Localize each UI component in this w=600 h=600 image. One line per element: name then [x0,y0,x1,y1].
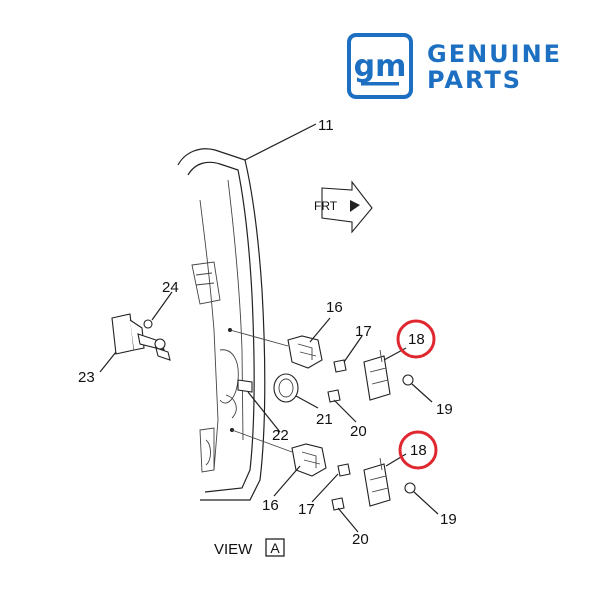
access-plug [273,373,299,403]
gm-logo-underline [361,82,399,86]
view-letter: A [270,540,280,556]
leader-lines [99,123,439,533]
gm-logo-frame [347,33,413,99]
brand-line-genuine: GENUINE [427,40,562,68]
bolt-17-upper [333,359,347,373]
bolt-19-upper [402,374,414,386]
door-check-bolt [155,347,171,361]
callout-19-lower: 19 [440,511,457,528]
bolt-20-upper [327,389,341,403]
brand-line-parts: PARTS [427,66,522,94]
callout-18-upper: 18 [408,331,425,348]
upper-hinge-door-side [287,335,323,369]
gm-logo-mark: gm [354,49,407,84]
callout-24: 24 [162,279,179,296]
front-direction-label: FRT [314,199,338,213]
callout-19-upper: 19 [436,401,453,418]
front-direction-arrow: FRT [314,180,373,234]
bolt-17-lower [337,463,351,477]
callout-18-lower: 18 [410,442,427,459]
lower-hinge-door-side [291,443,327,477]
highlight-circle-18-lower [398,430,438,470]
callout-16-upper: 16 [326,299,343,316]
gm-logo: gm [347,33,413,99]
callout-16-lower: 16 [262,497,279,514]
callout-23: 23 [78,369,95,386]
callout-20-lower: 20 [352,531,369,548]
bolt-22 [237,379,253,393]
highlight-circle-18-upper [396,319,436,359]
callout-22: 22 [272,427,289,444]
view-letter-box [265,538,285,557]
lower-hinge-body-side [363,457,391,507]
upper-hinge-body-side [363,349,391,401]
bolt-19-lower [404,482,416,494]
callout-11: 11 [318,117,334,134]
view-label: VIEW [214,541,253,558]
bolt-20-lower [331,497,345,511]
door-shell [177,148,293,501]
callout-21: 21 [316,411,333,428]
callout-20-upper: 20 [350,423,367,440]
callout-17-upper: 17 [355,323,372,340]
door-check-strap [111,313,166,355]
callout-17-lower: 17 [298,501,315,518]
